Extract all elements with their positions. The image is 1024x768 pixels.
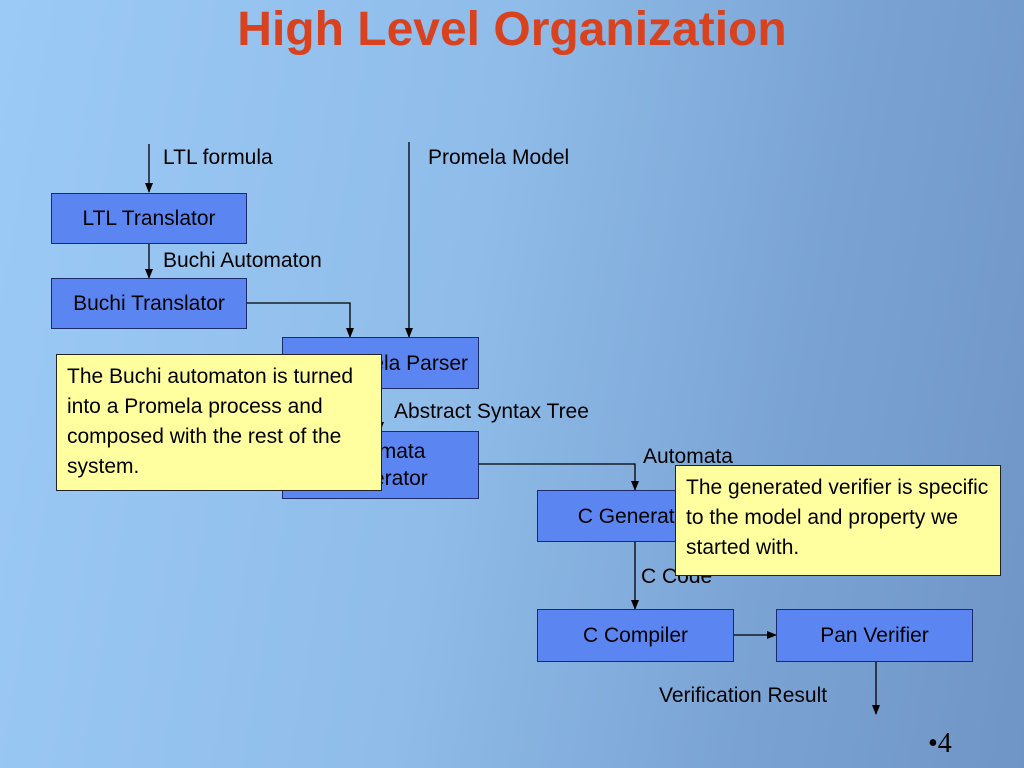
- arrow-automata: [479, 463, 639, 491]
- box-c-compiler: C Compiler: [537, 609, 734, 662]
- slide-number: •4: [928, 728, 952, 759]
- box-pan-verifier: Pan Verifier: [776, 609, 973, 662]
- label-abstract-syntax-tree: Abstract Syntax Tree: [394, 400, 589, 423]
- label-verification-result: Verification Result: [659, 684, 828, 707]
- arrow-buchi-to-parser: [247, 302, 354, 338]
- box-buchi-translator: Buchi Translator: [51, 278, 247, 329]
- label-automata: Automata: [643, 445, 733, 468]
- label-buchi-automaton: Buchi Automaton: [163, 249, 322, 272]
- note-buchi-composition: The Buchi automaton is turned into a Pro…: [56, 354, 382, 491]
- note-verifier-specific: The generated verifier is specific to th…: [675, 465, 1001, 576]
- box-ltl-translator: LTL Translator: [51, 193, 247, 244]
- label-ltl-formula: LTL formula: [163, 146, 273, 169]
- label-promela-model: Promela Model: [428, 146, 570, 169]
- slide-title: High Level Organization: [237, 3, 787, 56]
